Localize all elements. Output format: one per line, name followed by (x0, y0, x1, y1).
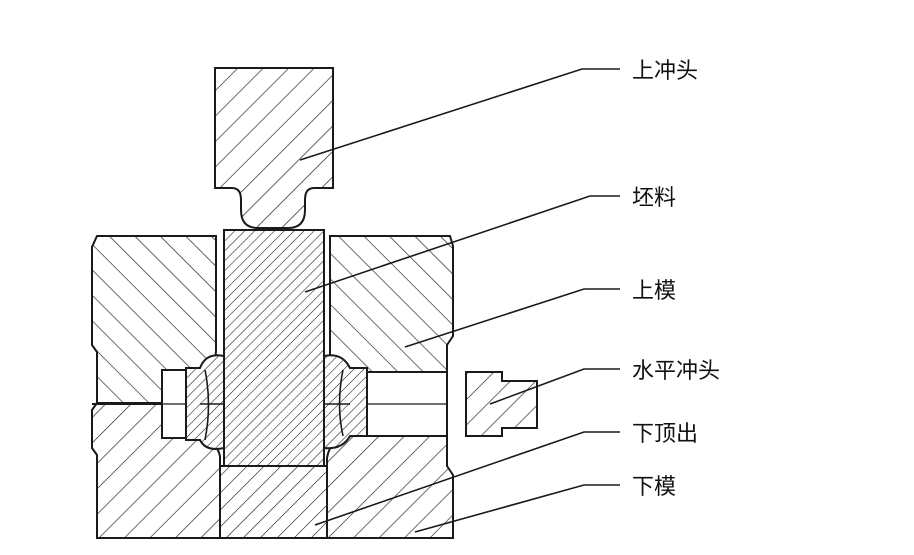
billet-right-boss (323, 354, 368, 450)
label-upper-die: 上模 (632, 279, 676, 304)
horizontal-punch (465, 371, 538, 437)
label-lower-ejector: 下顶出 (632, 422, 698, 447)
label-billet: 坯料 (632, 186, 676, 211)
upper-punch (214, 67, 334, 229)
leader-lines (299, 68, 620, 533)
label-horizontal-punch: 水平冲头 (632, 359, 720, 384)
lower-ejector (219, 465, 328, 539)
leader-billet (304, 195, 620, 293)
leader-lower-die (414, 484, 620, 533)
left-channel (161, 369, 187, 439)
label-lower-die: 下模 (632, 475, 676, 500)
label-upper-punch: 上冲头 (632, 59, 698, 84)
billet-left-boss (185, 354, 225, 450)
leader-upper-die (404, 288, 620, 348)
leader-horizontal-punch (489, 368, 620, 405)
billet (223, 229, 325, 467)
lower-die-right (326, 435, 454, 539)
leader-lower-ejector (314, 431, 620, 526)
leader-upper-punch (299, 68, 620, 161)
upper-die-right (329, 235, 454, 373)
right-channel (366, 371, 448, 437)
